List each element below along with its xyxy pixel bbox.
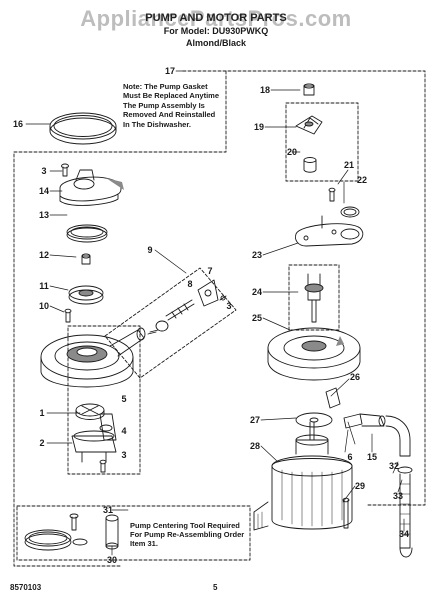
callout-3-bottom: 3 (121, 450, 127, 460)
callout-3-mid: 3 (226, 301, 232, 311)
part-3-screw-mid (219, 295, 227, 301)
part-19-impeller-blade (295, 115, 323, 135)
part-32-elbow-hose (385, 415, 411, 457)
part-3-screw-bottom (99, 459, 107, 473)
frame-left-pump (13, 70, 227, 567)
part-31-centering-tool (105, 514, 119, 550)
diagram-title: PUMP AND MOTOR PARTS (145, 12, 287, 24)
frame-24 (288, 264, 340, 331)
leader-lines (25, 70, 405, 556)
callout-31: 31 (102, 505, 114, 515)
part-25-motor-mount (267, 327, 361, 381)
part-20-bushing (303, 157, 317, 173)
callout-32: 32 (388, 461, 400, 471)
part-16-pump-gasket (49, 112, 117, 145)
part-3-screw-top (61, 163, 69, 177)
callout-1: 1 (39, 408, 45, 418)
part-22-o-ring (340, 206, 360, 218)
callout-5: 5 (121, 394, 127, 404)
watermark-text: AppliancePartsPros.com (80, 6, 352, 31)
callout-14: 14 (38, 186, 50, 196)
part-18-cap (303, 83, 315, 96)
frame-9 (104, 267, 237, 379)
callout-4: 4 (121, 426, 127, 436)
gasket-note: Note: The Pump Gasket Must Be Replaced A… (123, 82, 219, 129)
centering-tool-note: Pump Centering Tool Required For Pump Re… (130, 521, 245, 549)
part-29-bolt (342, 497, 350, 529)
part-6-connector (343, 413, 363, 429)
part-30-kit-gasket (24, 529, 72, 551)
group-frames (13, 70, 426, 567)
callout-33: 33 (392, 491, 404, 501)
part-21-screw (328, 187, 336, 202)
callout-3-top: 3 (41, 166, 47, 176)
part-10-bolt (64, 308, 72, 323)
part-13-o-ring (66, 224, 108, 243)
callout-23: 23 (251, 250, 263, 260)
callout-20: 20 (286, 147, 298, 157)
part-23-mounting-plate (295, 215, 364, 247)
part-26-clip (325, 387, 341, 409)
part-28-motor (253, 421, 353, 531)
frame-17 (182, 70, 426, 506)
callout-18: 18 (259, 85, 271, 95)
callout-24: 24 (251, 287, 263, 297)
callout-9: 9 (147, 245, 153, 255)
pump-housing (40, 327, 146, 388)
callout-30: 30 (106, 555, 118, 565)
callout-7: 7 (207, 266, 213, 276)
callout-10: 10 (38, 301, 50, 311)
document-code: 8570103 (10, 583, 42, 592)
callout-28: 28 (249, 441, 261, 451)
callout-11: 11 (39, 281, 49, 291)
part-7-flapper (197, 279, 219, 307)
part-34-drain-hose (399, 473, 413, 558)
part-33-clamp (397, 466, 413, 474)
part-1-spray-arm-hub (75, 403, 105, 420)
callout-22: 22 (356, 175, 368, 185)
part-4-seal (99, 424, 113, 432)
part-2-lower-housing (71, 430, 117, 463)
frame-19 (285, 102, 359, 182)
part-14-cover (59, 169, 124, 206)
part-24-coupler (304, 273, 324, 323)
callout-15: 15 (366, 452, 378, 462)
part-15-fitting (359, 413, 386, 427)
page-number: 5 (213, 583, 218, 592)
callout-26: 26 (349, 372, 361, 382)
callout-19: 19 (253, 122, 265, 132)
color-variant: Almond/Black (185, 38, 246, 48)
callout-16: 16 (12, 119, 24, 129)
frame-1-5 (67, 325, 141, 475)
callout-25: 25 (251, 313, 263, 323)
callout-34: 34 (398, 529, 410, 539)
part-30-kit-bolt (69, 513, 88, 546)
part-11-impeller (68, 285, 104, 305)
callout-12: 12 (38, 250, 50, 260)
callout-8: 8 (187, 279, 193, 289)
part-8-check-valve (147, 299, 195, 335)
callout-21: 21 (343, 160, 355, 170)
frame-30 (16, 505, 251, 561)
model-number: For Model: DU930PWKQ (163, 26, 269, 36)
callout-29: 29 (354, 481, 366, 491)
callout-2: 2 (39, 438, 45, 448)
callout-17: 17 (164, 66, 176, 76)
callout-6: 6 (347, 452, 353, 462)
part-12-nut (81, 253, 91, 265)
callout-27: 27 (249, 415, 261, 425)
callout-13: 13 (38, 210, 50, 220)
